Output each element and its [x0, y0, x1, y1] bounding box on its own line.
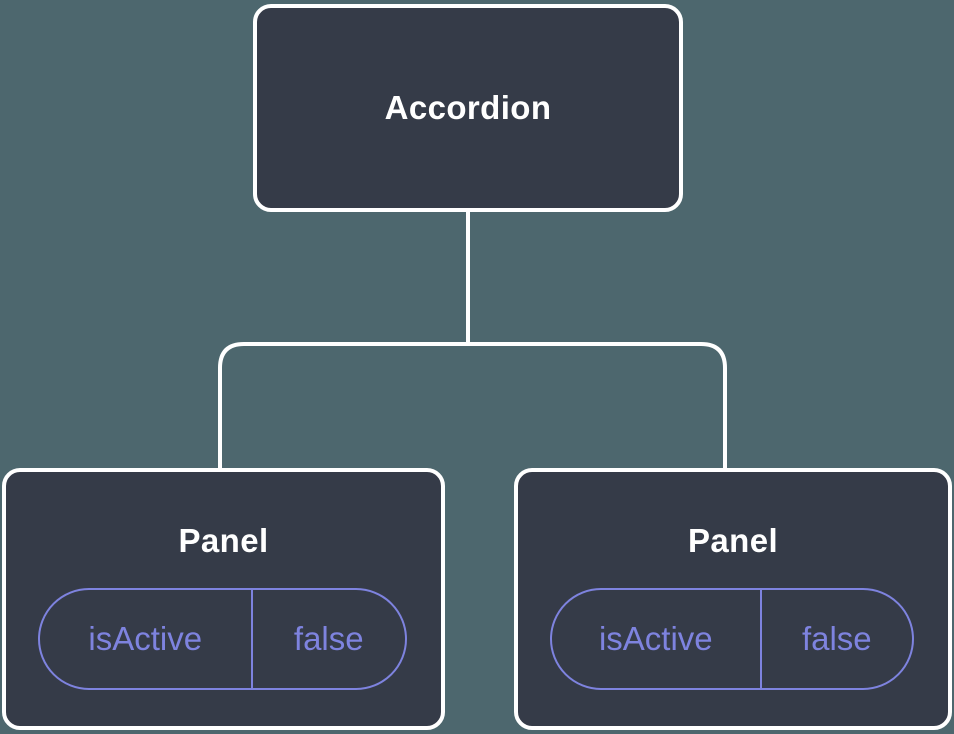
state-pill: isActive false — [38, 588, 407, 690]
state-value: false — [801, 620, 872, 657]
panel-node-label: Panel — [178, 522, 269, 559]
state-name: isActive — [40, 590, 253, 688]
panel-node-label: Panel — [687, 522, 779, 559]
accordion-node-label: Accordion — [384, 89, 552, 126]
tree-node-panel-2: Panel isActive false — [514, 468, 952, 730]
connector-branches — [218, 342, 727, 470]
tree-node-accordion: Accordion — [253, 4, 683, 212]
state-name: isActive — [552, 590, 762, 688]
tree-node-panel-1: Panel isActive false — [2, 468, 445, 730]
state-pill: isActive false — [550, 588, 914, 690]
state-value: false — [293, 620, 364, 657]
